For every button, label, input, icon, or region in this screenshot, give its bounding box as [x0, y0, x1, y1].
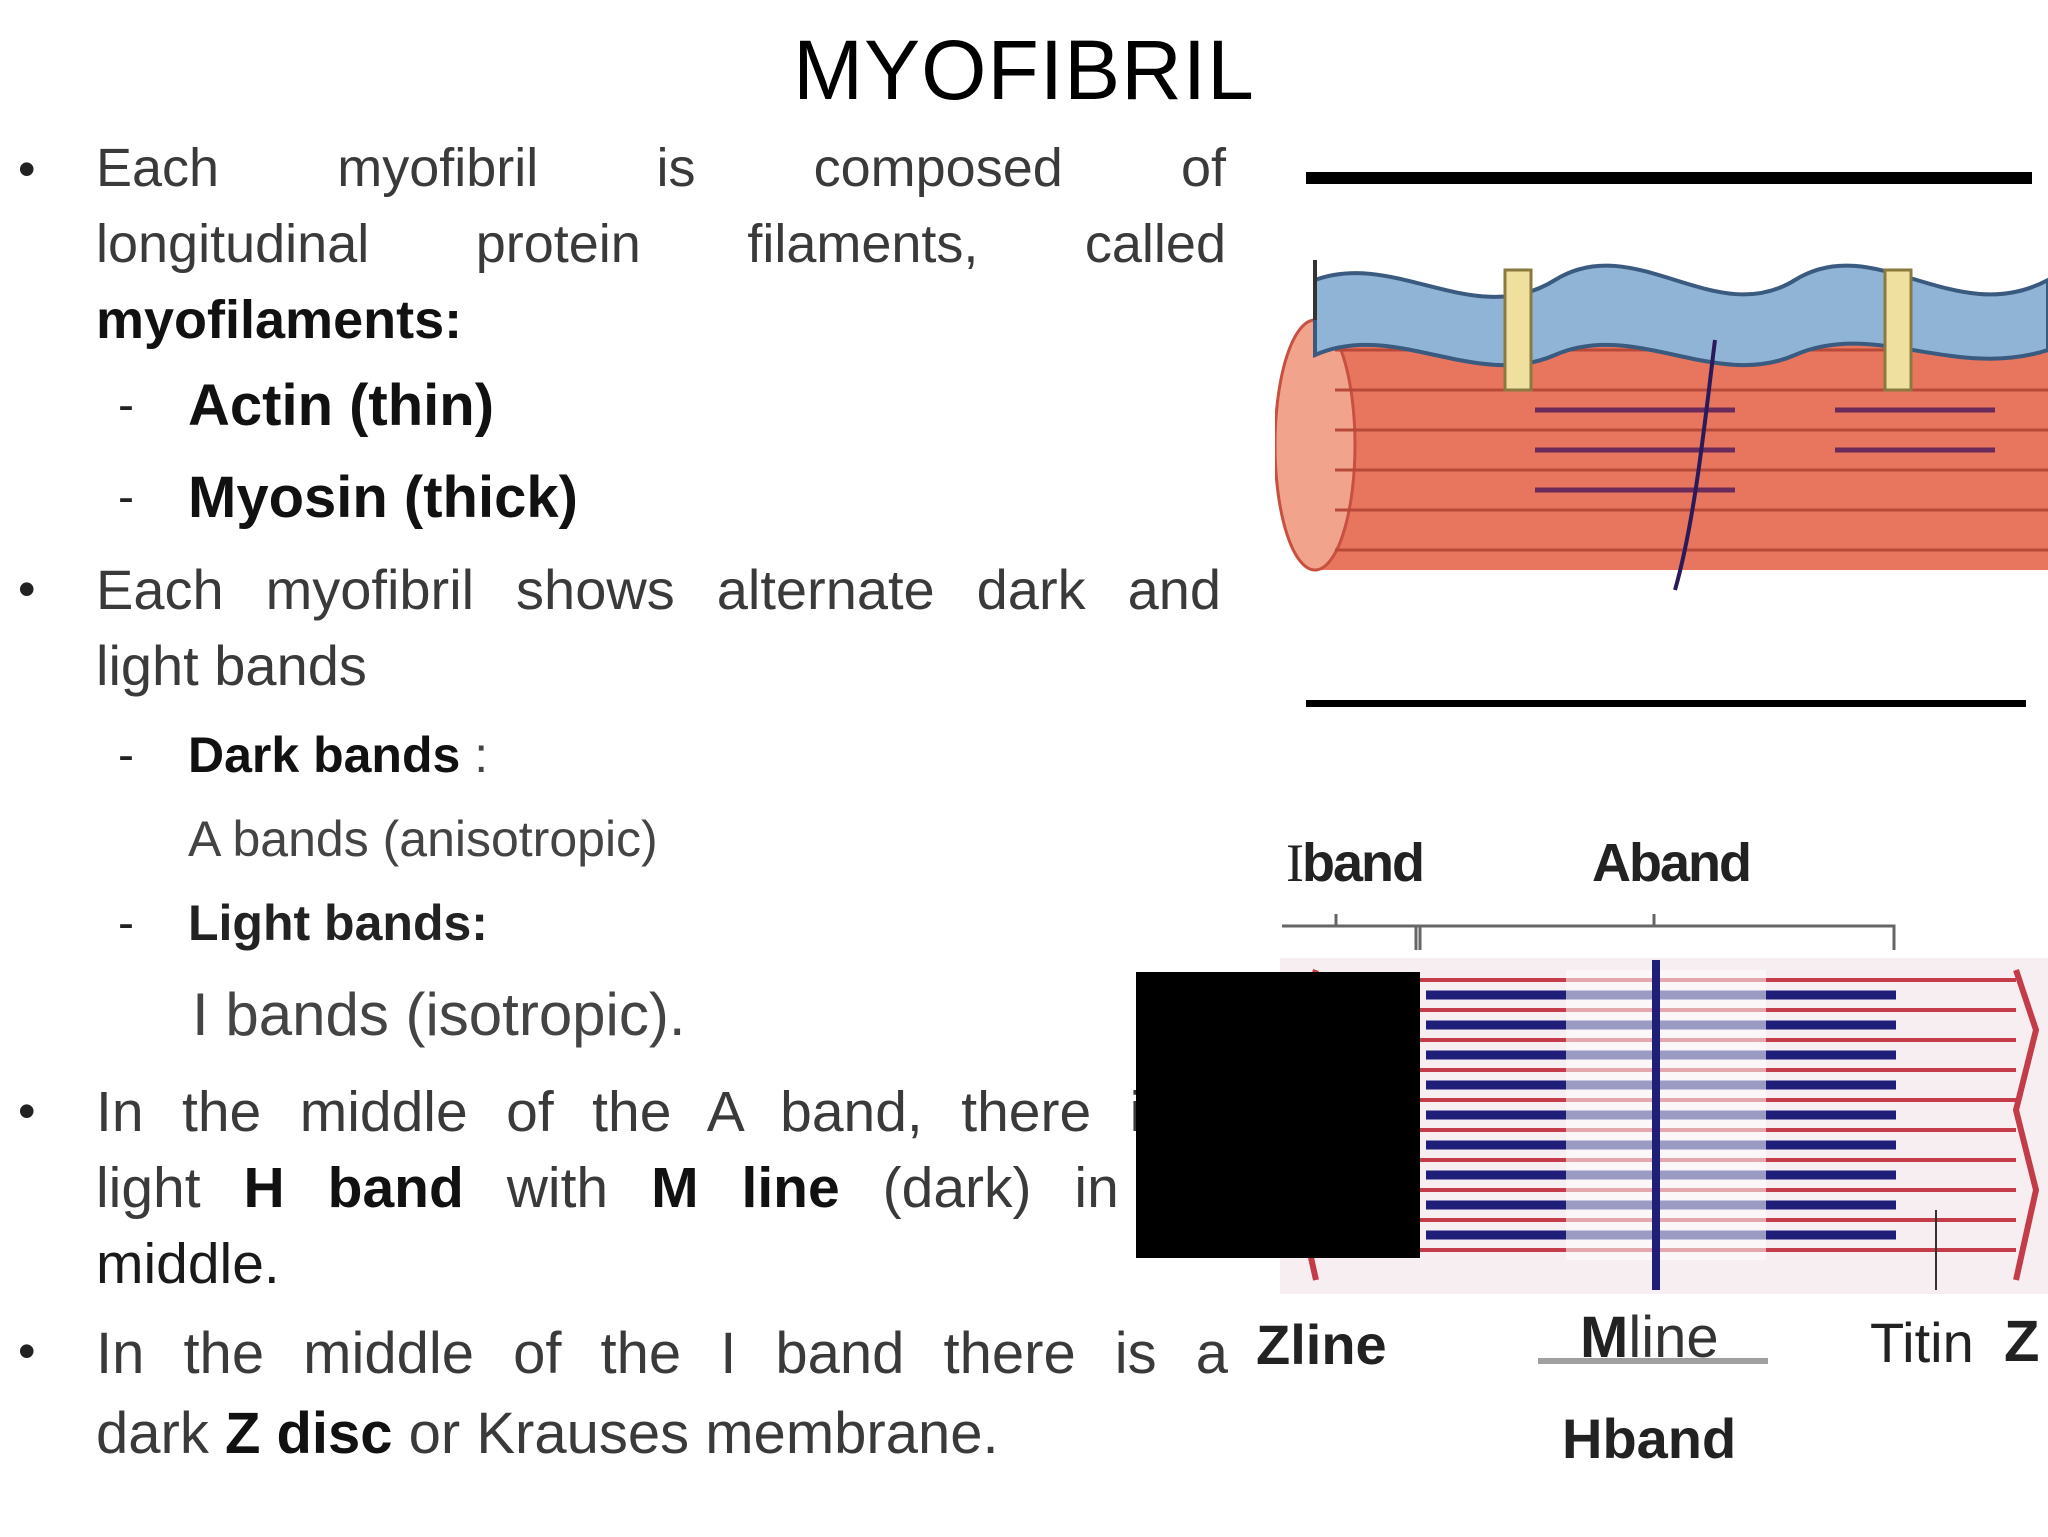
band-brackets — [1282, 914, 1896, 950]
bullet-2-line-2: light bands — [96, 634, 367, 697]
bullet-3-line-2: light H band with M line (dark) in the — [96, 1150, 1241, 1226]
dark-bands-item: Dark bands : — [188, 726, 488, 784]
titin-label: Titin — [1870, 1311, 1974, 1374]
a-band-letter: A — [1592, 833, 1631, 893]
dark-bands-label: Dark bands — [188, 727, 461, 783]
m-line-term: M line — [651, 1156, 840, 1220]
z-disc-term: Z disc — [224, 1401, 393, 1466]
bullet-marker: • — [18, 561, 36, 617]
bullet-myofibril-composition: Each myofibril is composed of longitudin… — [96, 130, 1226, 358]
bullet-h-band: In the middle of the A band, there is a … — [96, 1074, 1241, 1302]
bullet-4-line-2: dark Z disc or Krauses membrane. — [96, 1394, 1246, 1474]
muscle-fiber-illustration — [1275, 260, 2048, 591]
dash-marker: - — [118, 729, 134, 782]
i-bands-desc: I bands (isotropic). — [192, 981, 686, 1048]
bullet-3-light: light — [96, 1156, 244, 1220]
dash-marker: - — [118, 897, 134, 950]
bullet-1-line-2: longitudinal protein filaments, called — [96, 214, 1226, 274]
i-band-letter: I — [1286, 833, 1304, 893]
page-title: MYOFIBRIL — [793, 23, 1255, 117]
divider-bottom — [1306, 700, 2026, 707]
bullet-marker: • — [18, 141, 36, 197]
bullet-1-line-1: Each myofibril is composed of — [96, 138, 1226, 198]
redaction-box — [1136, 972, 1420, 1258]
bullet-3-line-1: In the middle of the A band, there is a — [96, 1080, 1241, 1144]
h-band-label: Hband — [1562, 1407, 1737, 1470]
divider-top — [1306, 172, 2032, 184]
h-band-term: H band — [243, 1156, 464, 1220]
dash-marker: - — [118, 471, 134, 524]
bullet-4-dark: dark — [96, 1401, 225, 1466]
a-band-word: band — [1629, 833, 1752, 893]
bullet-2-line-1: Each myofibril shows alternate dark and — [96, 558, 1221, 621]
i-band-word: band — [1301, 833, 1425, 893]
bullet-4-line-1: In the middle of the I band there is a — [96, 1321, 1228, 1386]
bullet-4-krauses: or Krauses membrane. — [392, 1401, 999, 1466]
z-disc-right — [2012, 969, 2040, 1281]
bullet-marker: • — [18, 1083, 36, 1139]
i-band-label: Iband — [1286, 832, 1425, 894]
bullet-marker: • — [18, 1323, 36, 1379]
a-band-label: Aband — [1592, 832, 1752, 894]
z-label: Z — [2004, 1309, 2039, 1374]
a-bands-desc: A bands (anisotropic) — [188, 811, 658, 867]
dark-bands-colon: : — [460, 727, 489, 783]
bullet-3-line-3: middle. — [96, 1232, 280, 1296]
myosin-item: Myosin (thick) — [188, 465, 578, 530]
bullet-3-with: with — [463, 1156, 652, 1220]
bullet-z-disc: In the middle of the I band there is a d… — [96, 1314, 1246, 1474]
actin-item: Actin (thin) — [188, 373, 495, 438]
myofilaments-term: myofilaments: — [96, 290, 463, 350]
z-line-label: Zline — [1256, 1313, 1387, 1376]
light-bands-label: Light bands: — [188, 895, 488, 951]
dash-marker: - — [118, 379, 134, 432]
bullet-bands: Each myofibril shows alternate dark and … — [96, 552, 1221, 704]
h-band-underline — [1538, 1358, 1768, 1364]
